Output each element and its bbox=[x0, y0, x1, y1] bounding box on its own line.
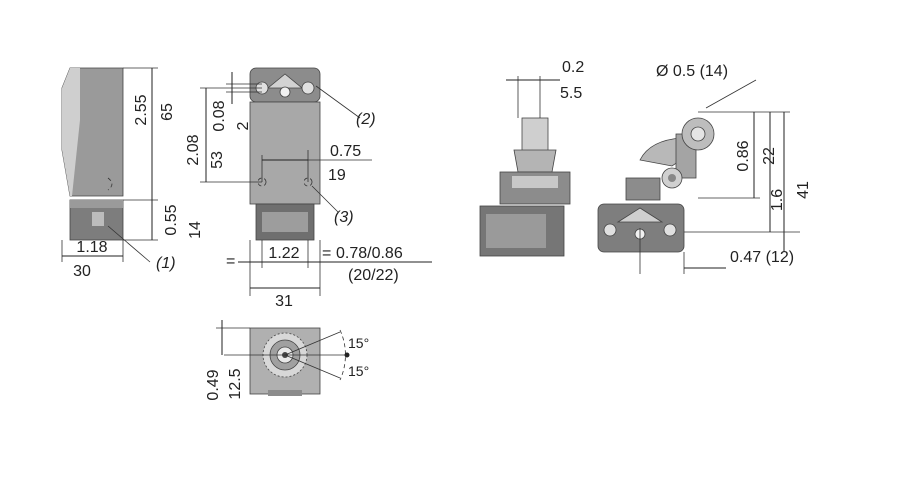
front-offset-in: 0.78/0.86 bbox=[336, 245, 403, 262]
side-width-in: 1.18 bbox=[76, 239, 107, 256]
callout-3: (3) bbox=[334, 209, 354, 226]
roller-head bbox=[597, 203, 685, 253]
bottom-dim-in: 0.49 bbox=[205, 369, 222, 400]
plunger-view: 0.2 5.5 bbox=[479, 59, 584, 257]
cam-screw-icon bbox=[279, 86, 291, 98]
front-spacing-in: 0.75 bbox=[330, 143, 361, 160]
side-base-mm: 14 bbox=[187, 221, 204, 239]
front-spacing-mm: 19 bbox=[328, 167, 346, 184]
bottom-view: 0.49 12.5 15° 15° bbox=[205, 320, 369, 401]
front-width-mm: 31 bbox=[275, 293, 293, 310]
roller-height-mm: 22 bbox=[761, 147, 778, 165]
side-height-in: 2.55 bbox=[133, 94, 150, 125]
front-equal-right: = bbox=[322, 245, 331, 262]
front-holes-in: 2.08 bbox=[185, 134, 202, 165]
roller-offset: 0.47 (12) bbox=[730, 249, 794, 266]
front-view-body bbox=[249, 101, 321, 205]
front-offset-mm: (20/22) bbox=[348, 267, 399, 284]
front-view: 0.08 2 2.08 53 0.75 19 (2) (3) = 1.22 = … bbox=[185, 67, 432, 310]
bottom-dim-mm: 12.5 bbox=[227, 368, 244, 399]
side-width-mm: 30 bbox=[73, 263, 91, 280]
front-top-in: 0.08 bbox=[211, 100, 228, 131]
angle-bottom: 15° bbox=[348, 363, 369, 379]
roller-axis-in: 1.6 bbox=[769, 189, 786, 211]
angle-top: 15° bbox=[348, 335, 369, 351]
plunger-dim-mm: 5.5 bbox=[560, 85, 582, 102]
roller-height-in: 0.86 bbox=[735, 140, 752, 171]
side-height-mm: 65 bbox=[159, 103, 176, 121]
front-top-mm: 2 bbox=[235, 121, 252, 130]
callout-1: (1) bbox=[156, 255, 176, 272]
side-base-in: 0.55 bbox=[163, 204, 180, 235]
roller-lever-view: Ø 0.5 (14) 0.86 22 1.6 41 0.47 (12) bbox=[597, 63, 812, 274]
roller-diameter: Ø 0.5 (14) bbox=[656, 63, 728, 80]
front-equal-left: = bbox=[226, 253, 235, 270]
roller-axis-mm: 41 bbox=[795, 181, 812, 199]
front-holes-mm: 53 bbox=[209, 151, 226, 169]
side-view: 2.55 65 0.55 14 1.18 30 (1) bbox=[61, 67, 204, 280]
callout-2: (2) bbox=[356, 111, 376, 128]
plunger-dim-in: 0.2 bbox=[562, 59, 584, 76]
front-width-in: 1.22 bbox=[268, 245, 299, 262]
